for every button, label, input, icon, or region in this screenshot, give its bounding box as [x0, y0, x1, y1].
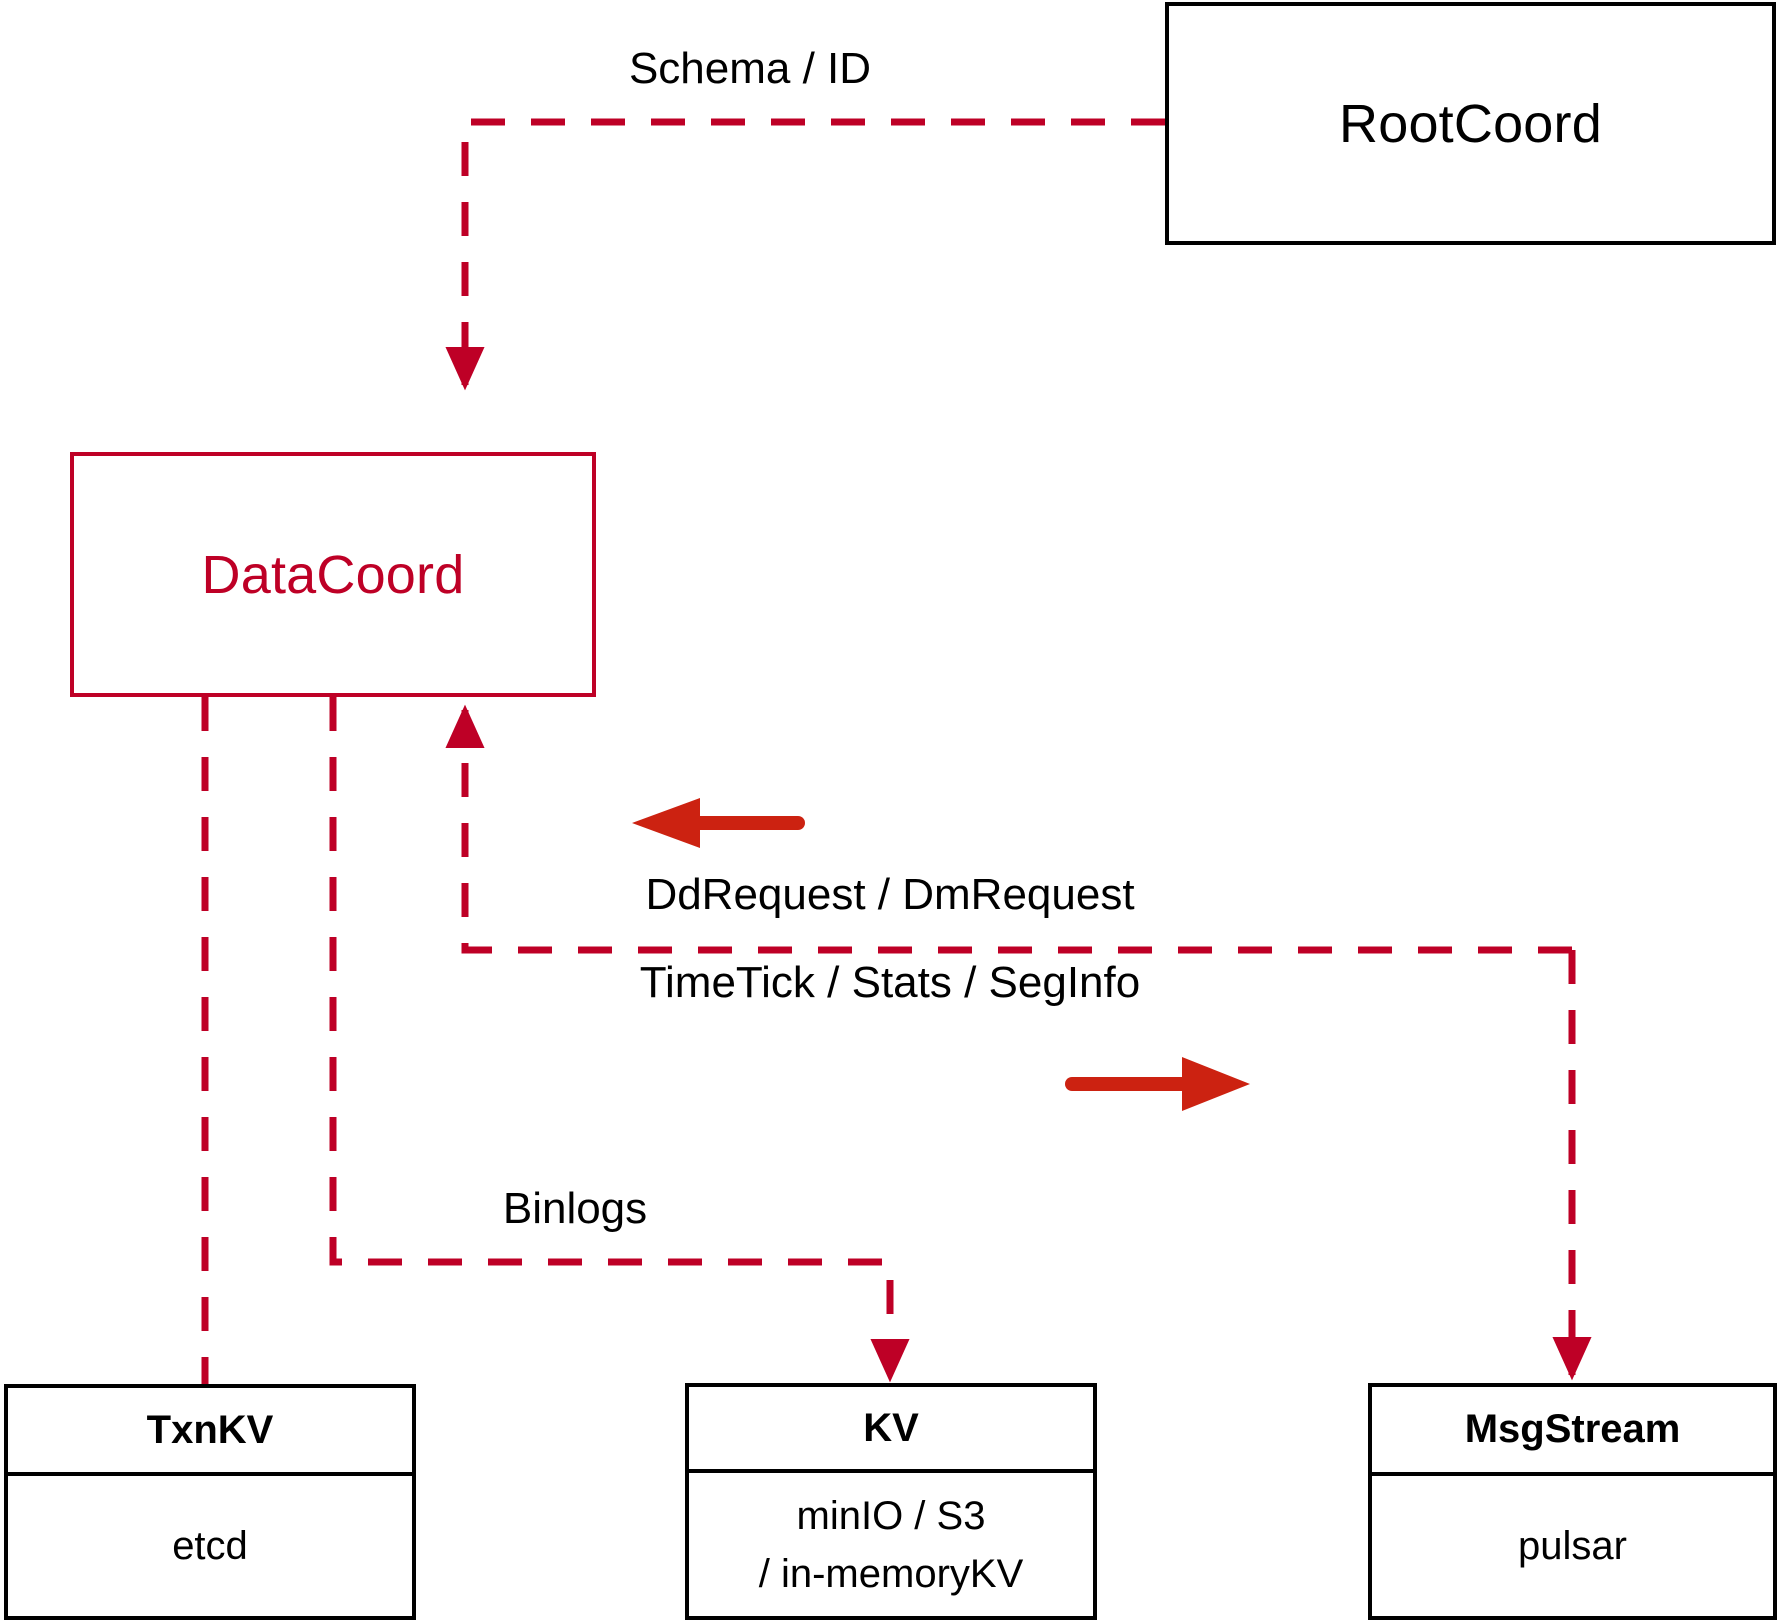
inbound-direction-arrow: [632, 798, 805, 848]
msgstream-detail: pulsar: [1372, 1476, 1773, 1616]
edge-label-dd-dm-request: DdRequest / DmRequest: [645, 870, 1135, 919]
rootcoord-node[interactable]: RootCoord: [1165, 2, 1776, 245]
kv-title-text: KV: [863, 1405, 919, 1450]
txnkv-title: TxnKV: [8, 1388, 412, 1476]
kv-detail-line-1: minIO / S3: [796, 1493, 986, 1538]
txnkv-detail: etcd: [8, 1476, 412, 1616]
edge-label-binlogs: Binlogs: [502, 1184, 648, 1233]
msgstream-title: MsgStream: [1372, 1387, 1773, 1476]
txnkv-node[interactable]: TxnKV etcd: [4, 1384, 416, 1620]
kv-title: KV: [689, 1387, 1093, 1473]
kv-detail: minIO / S3 / in-memoryKV: [689, 1473, 1093, 1616]
wire-binlogs: [329, 697, 910, 1383]
msgstream-detail-line-1: pulsar: [1518, 1524, 1627, 1568]
msgstream-title-text: MsgStream: [1464, 1407, 1681, 1451]
txnkv-detail-line-1: etcd: [172, 1524, 248, 1568]
kv-detail-line-2: / in-memoryKV: [758, 1551, 1024, 1596]
edge-label-timetick-stats-seginfo: TimeTick / Stats / SegInfo: [639, 958, 1141, 1007]
txnkv-title-text: TxnKV: [146, 1407, 274, 1452]
kv-node[interactable]: KV minIO / S3 / in-memoryKV: [685, 1383, 1097, 1620]
datacoord-label: DataCoord: [201, 544, 465, 605]
wire-schema-id: [445, 118, 1165, 391]
msgstream-node[interactable]: MsgStream pulsar: [1368, 1383, 1777, 1620]
rootcoord-label: RootCoord: [1339, 93, 1602, 154]
outbound-direction-arrow: [1065, 1057, 1250, 1111]
datacoord-node[interactable]: DataCoord: [70, 452, 596, 697]
edge-label-schema-id: Schema / ID: [628, 44, 872, 93]
